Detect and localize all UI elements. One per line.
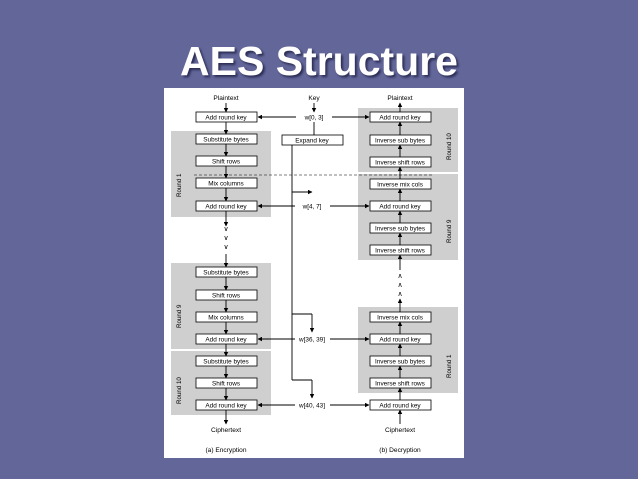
dec-round9-label: Round 9 <box>446 219 453 243</box>
dec-ellipsis-chevrons-2: ∧ <box>397 282 402 289</box>
enc-r9-sub-bytes-text: Substitute bytes <box>203 270 248 277</box>
dec-r1-inv-mix-cols-text: Inverse mix cols <box>377 315 423 322</box>
enc-plaintext-label: Plaintext <box>213 95 238 102</box>
enc-r9-add-round-key-text: Add round key <box>205 337 247 344</box>
enc-r9-shift-rows-text: Shift rows <box>212 293 240 300</box>
dec-r1-add-round-key-text: Add round key <box>379 337 421 344</box>
enc-r10-shift-rows-text: Shift rows <box>212 381 240 388</box>
expand-key-box <box>281 134 344 146</box>
dec-r10-inv-sub-bytes-text: Inverse sub bytes <box>375 138 425 145</box>
key-word-36-39: w[36, 39] <box>298 337 325 344</box>
dec-r9-add-round-key-text: Add round key <box>379 204 421 211</box>
aes-diagram: Round 1 Round 9 Round 10 Round 10 Round … <box>171 95 458 454</box>
dec-plaintext-label: Plaintext <box>387 95 412 102</box>
enc-caption: (a) Encryption <box>205 447 246 454</box>
key-word-40-43: w[40, 43] <box>298 403 325 410</box>
key-word-4-7: w[4, 7] <box>302 204 322 211</box>
dec-r10-add-round-key-text: Add round key <box>379 115 421 122</box>
enc-r9-mix-columns-text: Mix columns <box>208 315 244 322</box>
dec-final-add-round-key-text: Add round key <box>379 403 421 410</box>
dec-round10-label: Round 10 <box>446 133 453 160</box>
enc-ciphertext-label: Ciphertext <box>211 427 241 434</box>
enc-r1-mix-columns-text: Mix columns <box>208 181 244 188</box>
dec-r1-inv-shift-rows-text: Inverse shift rows <box>375 381 425 388</box>
enc-r1-sub-bytes-text: Substitute bytes <box>203 137 248 144</box>
dec-r10-inv-shift-rows-text: Inverse shift rows <box>375 160 425 167</box>
slide-title: AES Structure <box>180 38 458 84</box>
enc-ellipsis-chevrons-3: ∨ <box>223 244 228 251</box>
key-schedule-arrows <box>257 103 370 408</box>
dec-r9-inv-mix-cols-text: Inverse mix cols <box>377 182 423 189</box>
enc-r10-add-round-key-text: Add round key <box>205 403 247 410</box>
key-label: Key <box>308 95 320 102</box>
enc-ellipsis-chevrons-2: ∨ <box>223 235 228 242</box>
enc-round9-label: Round 9 <box>176 304 183 328</box>
dec-r9-inv-sub-bytes-text: Inverse sub bytes <box>375 226 425 233</box>
aes-structure-figure: Round 1 Round 9 Round 10 Round 10 Round … <box>164 88 464 458</box>
enc-r1-shift-rows-text: Shift rows <box>212 159 240 166</box>
dec-ellipsis-chevrons-3: ∧ <box>397 291 402 298</box>
enc-r1-add-round-key-text: Add round key <box>205 204 247 211</box>
dec-r1-inv-sub-bytes-text: Inverse sub bytes <box>375 359 425 366</box>
key-word-0-3: w[0, 3] <box>304 115 324 122</box>
dec-r9-inv-shift-rows-text: Inverse shift rows <box>375 248 425 255</box>
enc-r10-sub-bytes-text: Substitute bytes <box>203 359 248 366</box>
expand-key-text: Expand key <box>295 138 329 145</box>
enc-round10-label: Round 10 <box>176 377 183 404</box>
enc-ellipsis-chevrons: ∨ <box>223 226 228 233</box>
dec-round1-label: Round 1 <box>446 354 453 378</box>
dec-ciphertext-label: Ciphertext <box>385 427 415 434</box>
dec-ellipsis-chevrons: ∧ <box>397 273 402 280</box>
enc-initial-add-round-key-text: Add round key <box>205 115 247 122</box>
enc-round1-label: Round 1 <box>176 173 183 197</box>
dec-caption: (b) Decryption <box>379 447 421 454</box>
